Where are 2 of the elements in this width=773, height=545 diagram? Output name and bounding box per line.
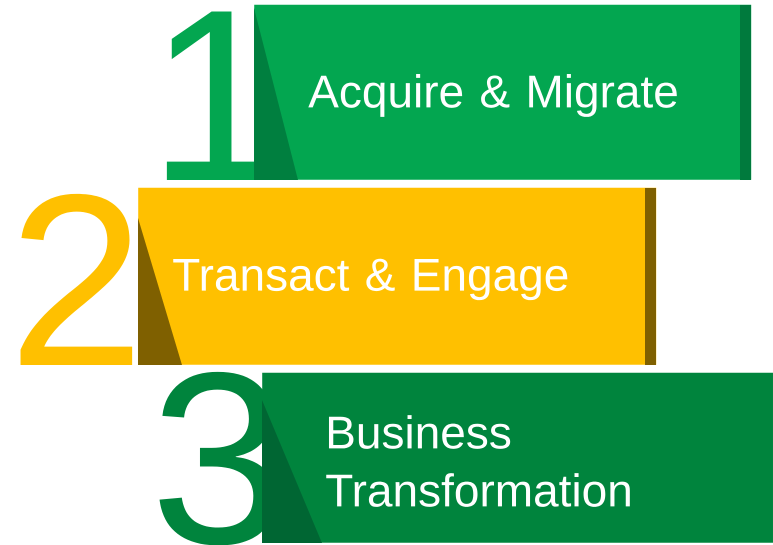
node-label: 2 <box>20 194 132 365</box>
numbered-band: 2 Transact & Engage <box>20 188 656 365</box>
